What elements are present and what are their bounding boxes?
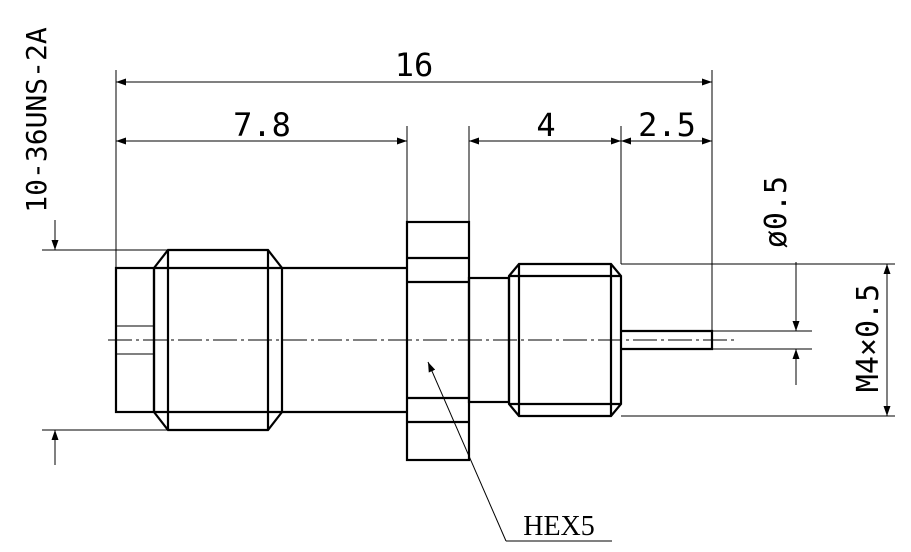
dim-front-thread-text: 10-36UNS-2A bbox=[20, 27, 53, 213]
dim-pin-text: 2.5 bbox=[638, 106, 696, 144]
dimension-lines bbox=[51, 78, 891, 542]
hex-label: HEX5 bbox=[523, 511, 595, 542]
dim-rear-thread-text: M4×0.5 bbox=[851, 284, 886, 392]
hex-leader bbox=[427, 361, 507, 542]
part-outline bbox=[114, 220, 714, 462]
dim-pin-dia-text: ø0.5 bbox=[759, 176, 794, 248]
dim-body-text: 7.8 bbox=[233, 106, 291, 144]
dim-overall-text: 16 bbox=[395, 46, 434, 84]
dim-thread-text: 4 bbox=[536, 106, 555, 144]
shank bbox=[282, 266, 407, 414]
